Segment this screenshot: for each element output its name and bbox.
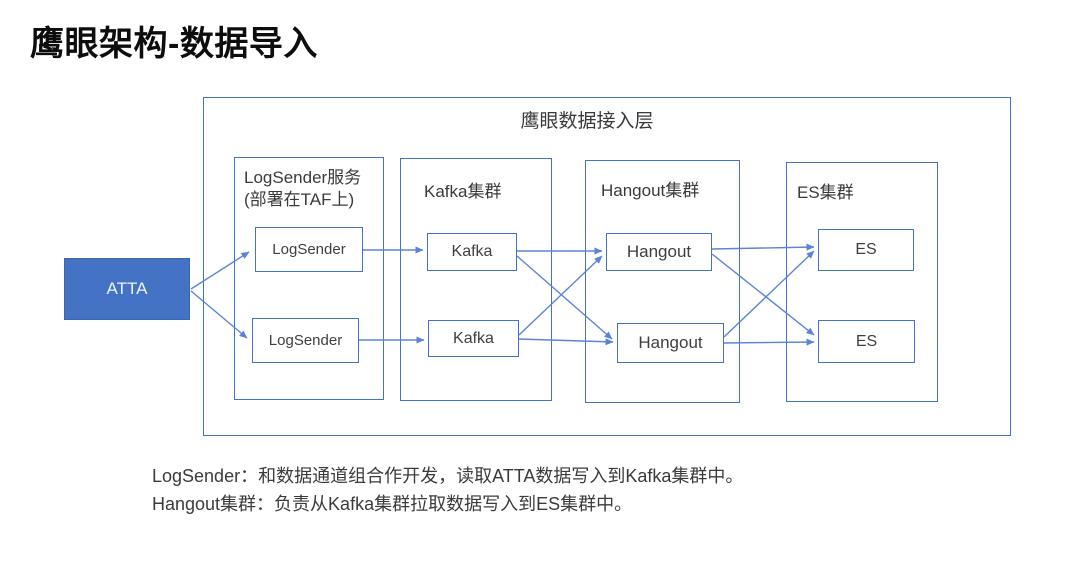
notes: LogSender：和数据通道组合作开发，读取ATTA数据写入到Kafka集群中…	[152, 462, 743, 518]
node-atta: ATTA	[64, 258, 190, 320]
group-logsender-title-line1: LogSender服务	[244, 168, 362, 187]
group-logsender-title-line2: (部署在TAF上)	[244, 190, 355, 210]
group-kafka-title: Kafka集群	[424, 182, 502, 201]
node-kafka-1: Kafka	[427, 233, 517, 271]
container-label: 鹰眼数据接入层	[520, 111, 654, 132]
group-hangout-title: Hangout集群	[601, 181, 700, 200]
node-hangout-2: Hangout	[617, 323, 724, 363]
node-kafka-2: Kafka	[428, 320, 519, 357]
group-logsender-title: LogSender服务 (部署在TAF上)	[244, 167, 361, 211]
node-hangout-1: Hangout	[606, 233, 712, 271]
note-logsender: LogSender：和数据通道组合作开发，读取ATTA数据写入到Kafka集群中…	[152, 466, 744, 486]
note-hangout: Hangout集群：负责从Kafka集群拉取数据写入到ES集群中。	[152, 494, 633, 514]
node-logsender-2: LogSender	[252, 318, 359, 363]
group-kafka: Kafka集群	[400, 158, 552, 401]
group-hangout: Hangout集群	[585, 160, 740, 403]
node-es-2: ES	[818, 320, 915, 363]
node-logsender-1: LogSender	[255, 227, 363, 272]
group-es-title: ES集群	[797, 183, 854, 202]
node-es-1: ES	[818, 229, 914, 271]
group-es: ES集群	[786, 162, 938, 402]
page-title: 鹰眼架构-数据导入	[30, 25, 318, 63]
group-logsender: LogSender服务 (部署在TAF上)	[234, 157, 384, 400]
